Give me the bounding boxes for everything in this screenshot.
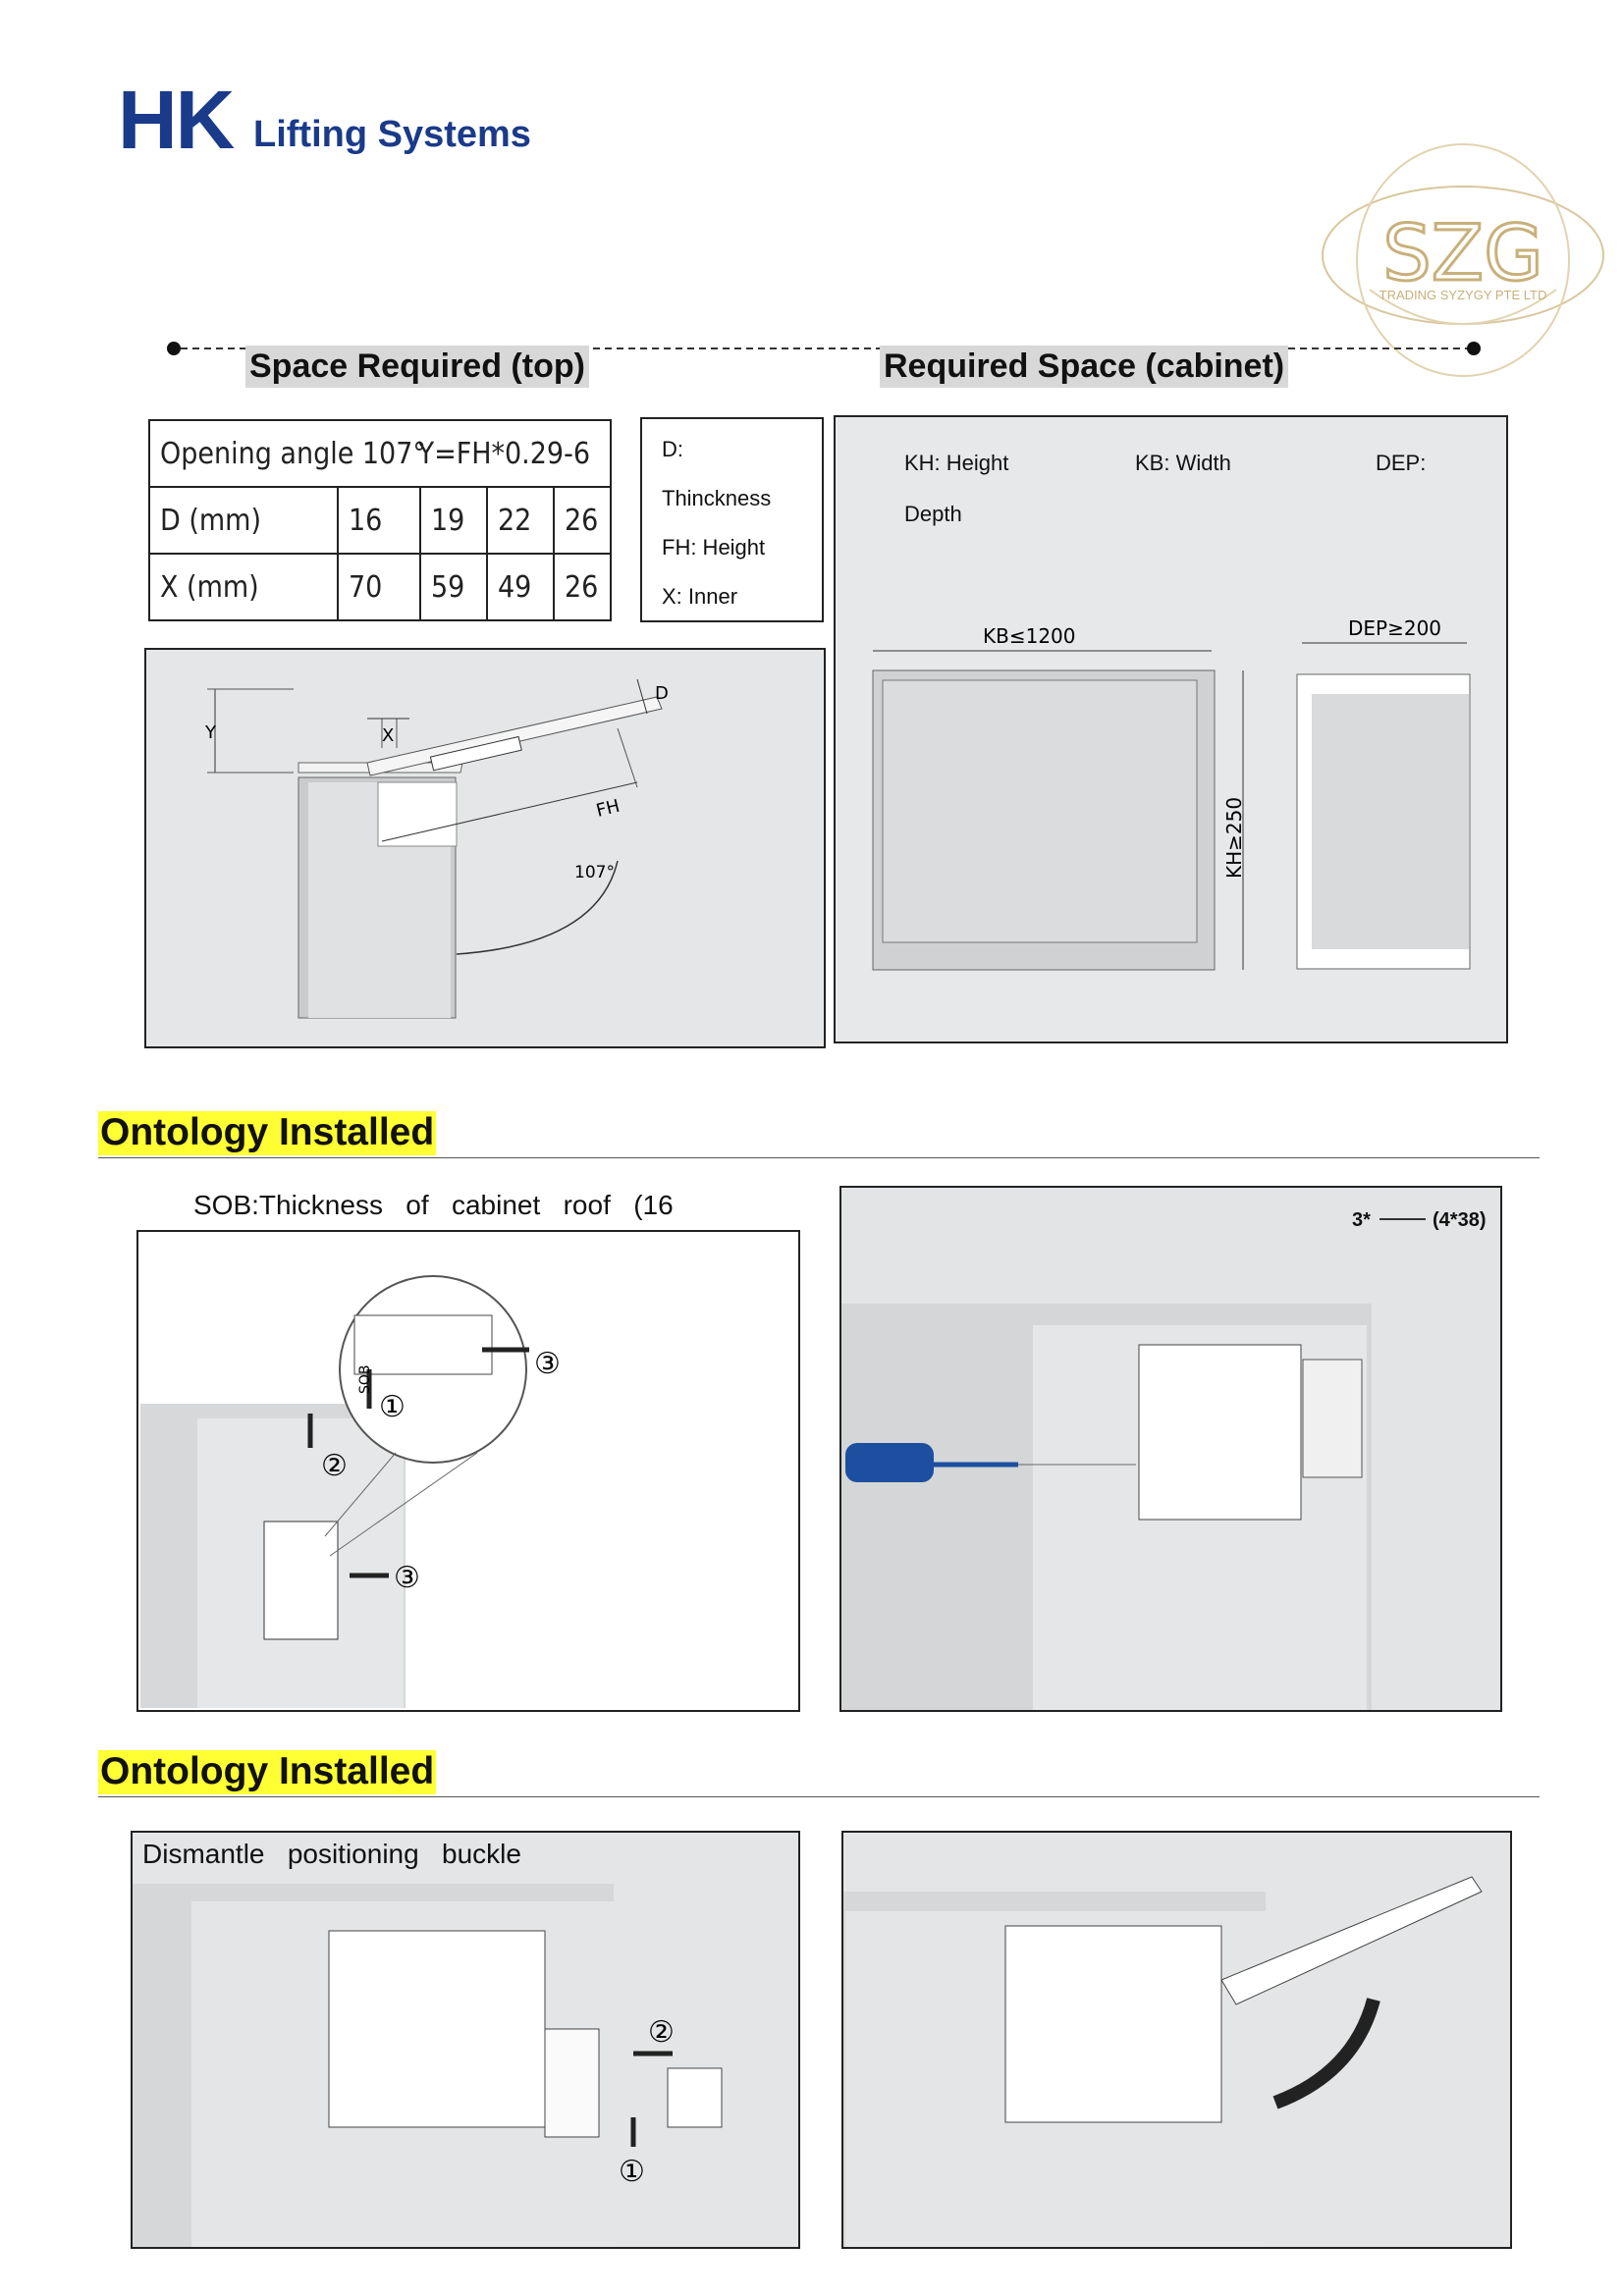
- table-header-angle: Opening angle 107°: [160, 436, 426, 471]
- sob-caption: SOB:Thickness of cabinet roof (16: [193, 1190, 674, 1220]
- x-dimension-label: X: [382, 725, 394, 746]
- legend-dep: DEP:: [1376, 451, 1427, 475]
- table-header-formula: Y=FH*0.29-6: [417, 436, 590, 471]
- screw-note: 3*: [1352, 1209, 1371, 1231]
- step-2-marker: ②: [648, 2015, 675, 2050]
- section-rule: [98, 1796, 1540, 1797]
- dep-dimension-label: DEP≥200: [1348, 616, 1441, 640]
- table-cell: 26: [553, 486, 612, 555]
- legend-item: Thinckness: [662, 486, 772, 510]
- szg-seal-logo: SZG TRADING SYZYGY PTE LTD: [1321, 133, 1605, 388]
- sob-label: SOB: [357, 1364, 373, 1394]
- legend-kh: KH: Height: [904, 451, 1009, 475]
- cabinet-space-panel: KH: Height KB: Width DEP: Depth KB≤1200 …: [834, 415, 1508, 1043]
- top-space-diagram: Y X D FH 107°: [144, 648, 826, 1048]
- step-1-marker: ①: [619, 2155, 645, 2189]
- step-3-marker: ③: [534, 1347, 561, 1381]
- table-cell: 26: [553, 553, 612, 621]
- install-step-diagram: SOB ① ② ③ ③: [136, 1230, 800, 1712]
- spec-table: Opening angle 107° Y=FH*0.29-6 D (mm) 16…: [148, 419, 612, 621]
- table-cell: 70: [337, 553, 421, 621]
- table-cell: 19: [419, 486, 488, 555]
- table-cell: X (mm): [148, 553, 339, 621]
- step-3b-marker: ③: [394, 1561, 420, 1595]
- kb-dimension-label: KB≤1200: [983, 624, 1076, 648]
- dismantle-caption: Dismantle positioning buckle: [142, 1839, 521, 1869]
- table-row: D (mm) 16 19 22 26: [148, 486, 612, 555]
- fh-dimension-label: FH: [594, 796, 622, 822]
- y-dimension-label: Y: [204, 722, 217, 743]
- legend-depth: Depth: [904, 502, 962, 526]
- table-cell: 22: [486, 486, 555, 555]
- step-1-marker: ①: [379, 1390, 406, 1424]
- dismantle-diagram: Dismantle positioning buckle ② ①: [131, 1831, 800, 2249]
- brand-subtitle: Lifting Systems: [253, 114, 531, 155]
- section-title-installed-2: Ontology Installed: [98, 1750, 437, 1794]
- table-cell: 49: [486, 553, 555, 621]
- section-title-space-cabinet: Required Space (cabinet): [880, 346, 1289, 389]
- screw-spec: (4*38): [1433, 1209, 1487, 1231]
- kh-dimension-label: KH≥250: [1222, 797, 1246, 879]
- legend-item: X: Inner: [662, 584, 738, 609]
- table-row: X (mm) 70 59 49 26: [148, 553, 612, 621]
- legend-box: D: Thinckness FH: Height X: Inner: [640, 417, 824, 622]
- table-cell: 59: [419, 553, 488, 621]
- table-cell: D (mm): [148, 486, 339, 555]
- table-row: Opening angle 107° Y=FH*0.29-6: [148, 419, 612, 488]
- brand-logo: HK: [118, 74, 235, 166]
- legend-item: FH: Height: [662, 535, 766, 560]
- legend-kb: KB: Width: [1135, 451, 1231, 475]
- table-cell: 16: [337, 486, 421, 555]
- section-title-space-top: Space Required (top): [245, 346, 589, 389]
- step-2-marker: ②: [321, 1449, 348, 1483]
- open-flap-diagram: [841, 1831, 1512, 2249]
- d-dimension-label: D: [655, 683, 669, 704]
- section-title-installed: Ontology Installed: [98, 1111, 437, 1155]
- section-rule: [98, 1157, 1540, 1158]
- legend-item: D:: [662, 437, 683, 461]
- seal-caption: TRADING SYZYGY PTE LTD: [1380, 288, 1547, 302]
- seal-letters: SZG: [1382, 210, 1542, 298]
- screw-install-diagram: 3* (4*38): [839, 1186, 1502, 1712]
- angle-label: 107°: [574, 863, 615, 882]
